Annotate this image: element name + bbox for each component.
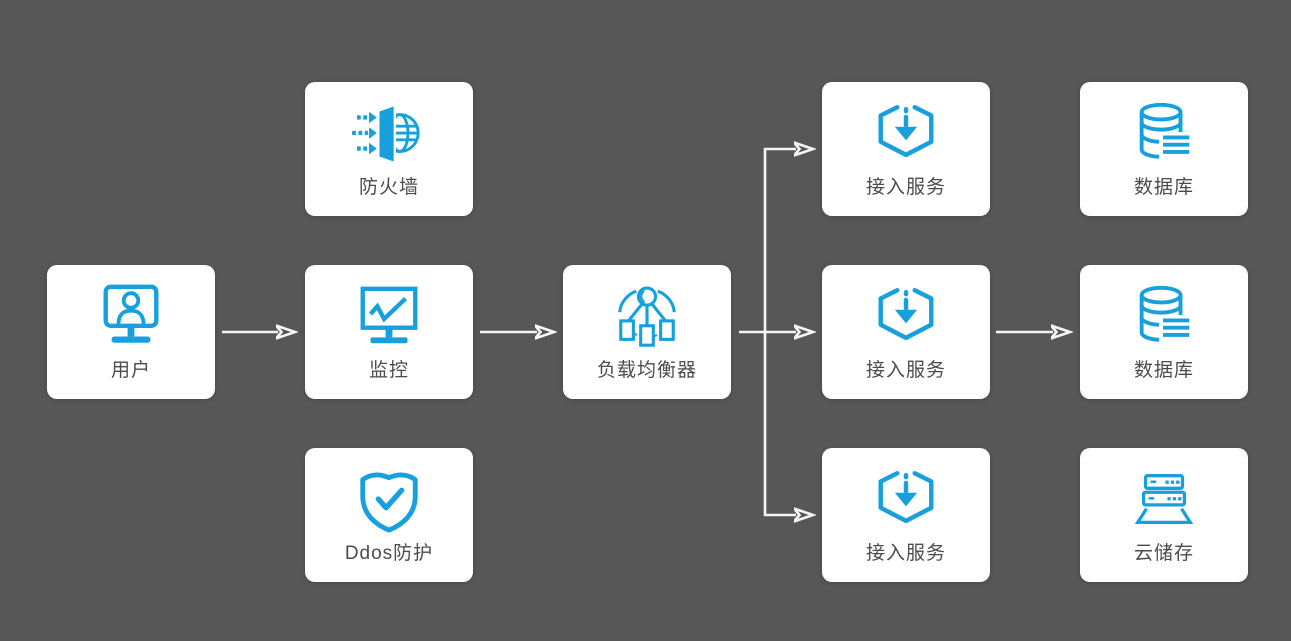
node-card-database-1: 数据库 [1080, 82, 1248, 216]
node-label: 监控 [368, 360, 409, 381]
monitor-chart-icon [351, 282, 427, 352]
node-label: 接入服务 [865, 177, 946, 198]
node-card-monitor: 监控 [305, 265, 473, 399]
arrow-branch-to-access-3 [763, 332, 796, 515]
node-label: 接入服务 [865, 543, 946, 564]
node-card-cloud-storage: 云储存 [1080, 448, 1248, 582]
firewall-icon [351, 99, 427, 169]
access-service-icon [868, 465, 944, 535]
node-card-access-service-2: 接入服务 [822, 265, 990, 399]
node-label: 数据库 [1133, 177, 1194, 198]
arrow-branch-to-access-1 [763, 149, 796, 332]
node-card-user: 用户 [47, 265, 215, 399]
node-card-firewall: 防火墙 [305, 82, 473, 216]
database-icon [1126, 99, 1202, 169]
user-monitor-icon [93, 282, 169, 352]
node-card-access-service-3: 接入服务 [822, 448, 990, 582]
access-service-icon [868, 282, 944, 352]
node-card-access-service-1: 接入服务 [822, 82, 990, 216]
node-label: Ddos防护 [344, 543, 434, 564]
database-icon [1126, 282, 1202, 352]
node-label: 数据库 [1133, 360, 1194, 381]
node-card-load-balancer: 负载均衡器 [563, 265, 731, 399]
node-label: 防火墙 [358, 177, 419, 198]
node-card-database-2: 数据库 [1080, 265, 1248, 399]
load-balancer-icon [609, 282, 685, 352]
node-label: 用户 [110, 360, 151, 381]
access-service-icon [868, 99, 944, 169]
node-label: 负载均衡器 [596, 360, 697, 381]
node-label: 云储存 [1133, 543, 1194, 564]
shield-check-icon [351, 465, 427, 535]
node-label: 接入服务 [865, 360, 946, 381]
node-card-ddos: Ddos防护 [305, 448, 473, 582]
server-rack-icon [1126, 465, 1202, 535]
